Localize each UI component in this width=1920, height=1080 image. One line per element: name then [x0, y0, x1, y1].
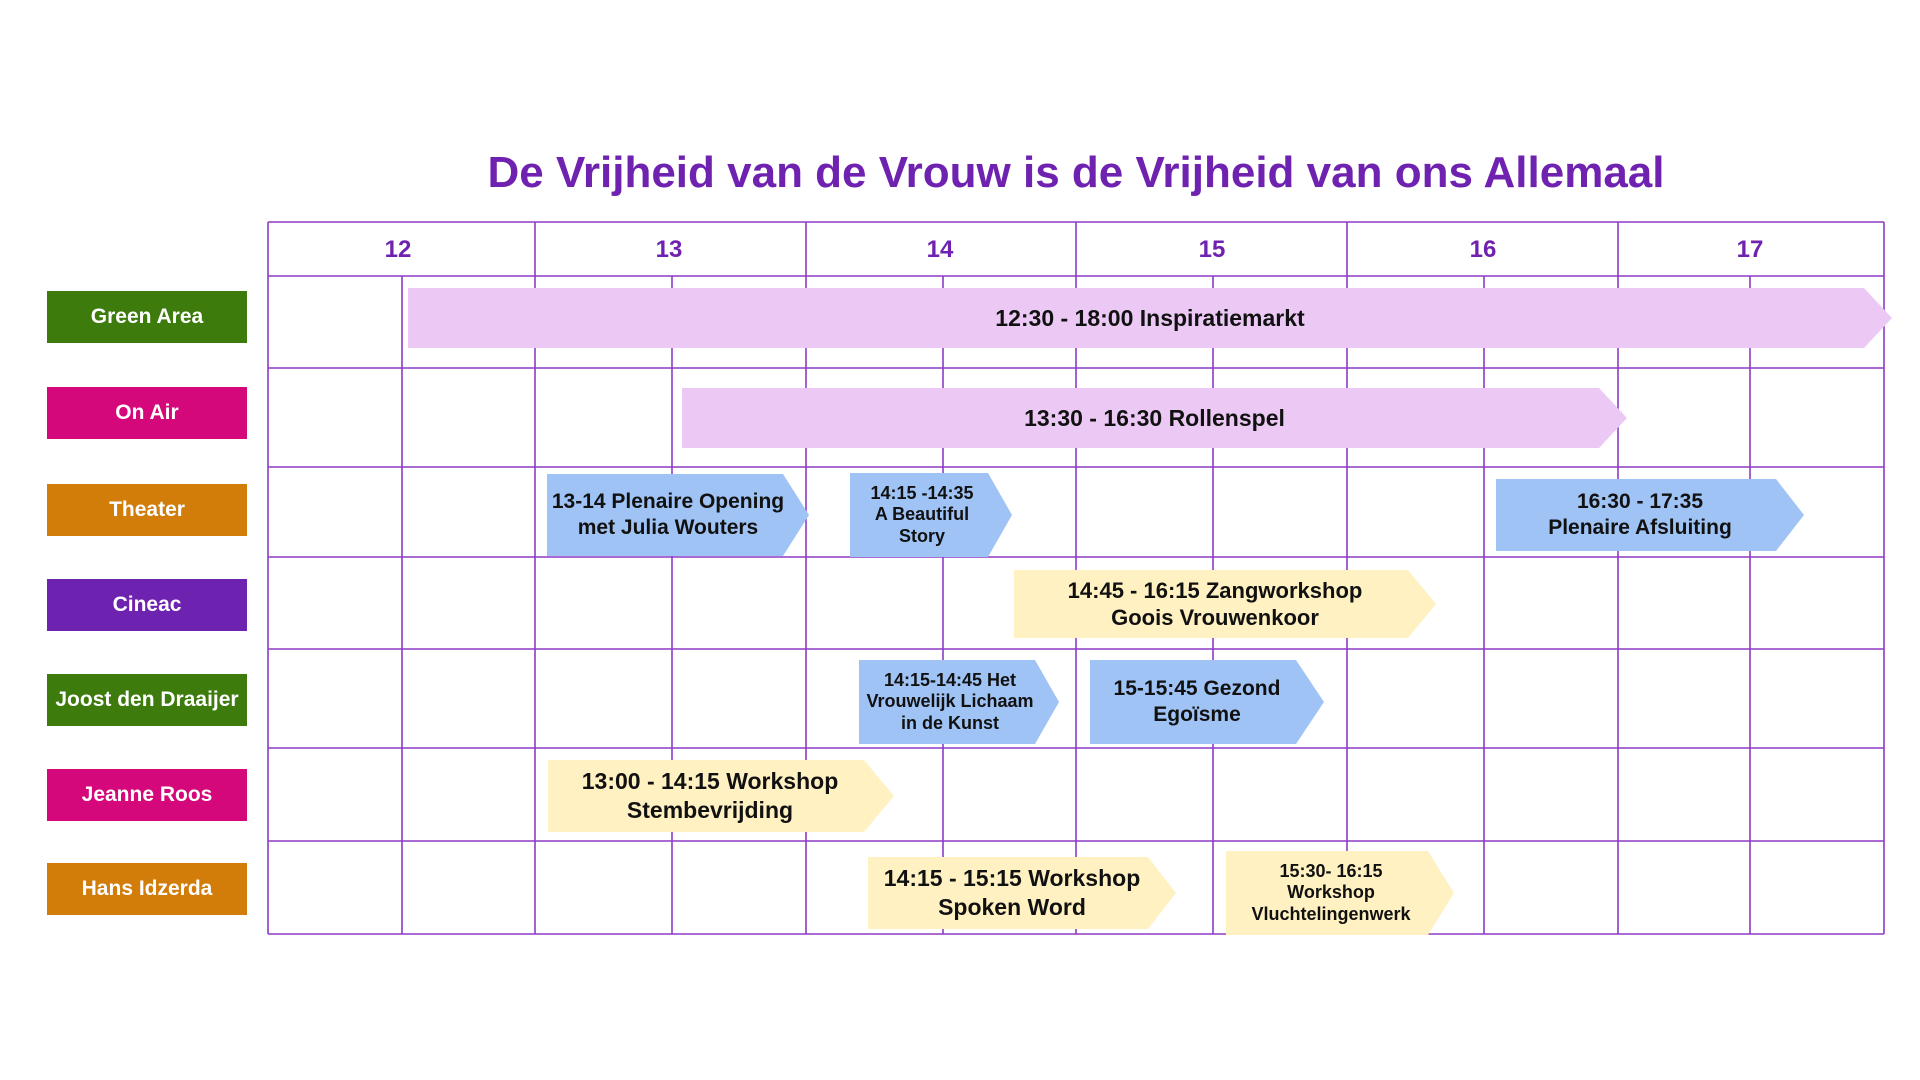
- event-text: 12:30 - 18:00 Inspiratiemarkt: [995, 304, 1305, 331]
- event-gezond-egoisme[interactable]: 15-15:45 Gezond Egoïsme: [1090, 660, 1324, 744]
- event-text: in de Kunst: [901, 712, 999, 733]
- stage-label-cineac[interactable]: Cineac: [47, 579, 247, 631]
- event-inspiratiemarkt[interactable]: 12:30 - 18:00 Inspiratiemarkt: [408, 288, 1892, 348]
- event-rollenspel[interactable]: 13:30 - 16:30 Rollenspel: [682, 388, 1627, 448]
- event-text: 15:30- 16:15: [1279, 860, 1383, 881]
- stage-label-hans-idzerda[interactable]: Hans Idzerda: [47, 863, 247, 915]
- event-vluchtelingenwerk[interactable]: 15:30- 16:15 Workshop Vluchtelingenwerk: [1226, 851, 1454, 935]
- event-text: Plenaire Afsluiting: [1548, 516, 1732, 539]
- event-text: Stembevrijding: [626, 797, 794, 823]
- stage-label-green-area[interactable]: Green Area: [47, 291, 247, 343]
- event-text: A Beautiful: [874, 504, 970, 525]
- stage-label-jeanne-roos[interactable]: Jeanne Roos: [47, 769, 247, 821]
- event-text: 13-14 Plenaire Opening: [551, 489, 785, 513]
- event-text: Workshop: [1287, 882, 1375, 903]
- event-vrouwelijk-lichaam[interactable]: 14:15-14:45 Het Vrouwelijk Lichaam in de…: [859, 660, 1059, 744]
- stage-label-theater[interactable]: Theater: [47, 484, 247, 536]
- event-text: 13:00 - 14:15 Workshop: [581, 768, 839, 795]
- event-text: Egoïsme: [1153, 703, 1241, 726]
- event-text: 14:45 - 16:15 Zangworkshop: [1067, 577, 1363, 603]
- event-text: 16:30 - 17:35: [1576, 489, 1704, 513]
- hour-label-13: 13: [655, 236, 683, 263]
- hour-label-16: 16: [1469, 236, 1497, 263]
- schedule-title: De Vrijheid van de Vrouw is de Vrijheid …: [487, 148, 1665, 197]
- event-zangworkshop[interactable]: 14:45 - 16:15 Zangworkshop Goois Vrouwen…: [1014, 570, 1436, 638]
- hour-label-14: 14: [926, 236, 954, 263]
- event-text: 15-15:45 Gezond: [1113, 676, 1281, 700]
- event-text: 14:15 -14:35: [870, 482, 974, 503]
- event-plenaire-opening[interactable]: 13-14 Plenaire Opening met Julia Wouters: [547, 474, 809, 556]
- stage-label-on-air[interactable]: On Air: [47, 387, 247, 439]
- event-text: 14:15 - 15:15 Workshop: [883, 865, 1141, 892]
- event-text: Story: [898, 525, 945, 546]
- event-text: Goois Vrouwenkoor: [1111, 605, 1319, 630]
- event-spoken-word[interactable]: 14:15 - 15:15 Workshop Spoken Word: [868, 857, 1176, 929]
- hour-label-17: 17: [1736, 236, 1764, 263]
- hour-label-12: 12: [384, 236, 412, 263]
- event-text: Vrouwelijk Lichaam: [866, 691, 1034, 712]
- event-stembevrijding[interactable]: 13:00 - 14:15 Workshop Stembevrijding: [548, 760, 894, 832]
- event-text: 13:30 - 16:30 Rollenspel: [1024, 404, 1285, 431]
- event-plenaire-afsluiting[interactable]: 16:30 - 17:35 Plenaire Afsluiting: [1496, 479, 1804, 551]
- hour-label-15: 15: [1198, 236, 1226, 263]
- stage-label-joost-den-draaijer[interactable]: Joost den Draaijer: [47, 674, 247, 726]
- event-text: met Julia Wouters: [577, 516, 759, 539]
- event-text: 14:15-14:45 Het: [883, 669, 1017, 690]
- event-a-beautiful-story[interactable]: 14:15 -14:35 A Beautiful Story: [850, 473, 1012, 557]
- event-text: Spoken Word: [938, 894, 1086, 920]
- event-text: Vluchtelingenwerk: [1251, 903, 1411, 924]
